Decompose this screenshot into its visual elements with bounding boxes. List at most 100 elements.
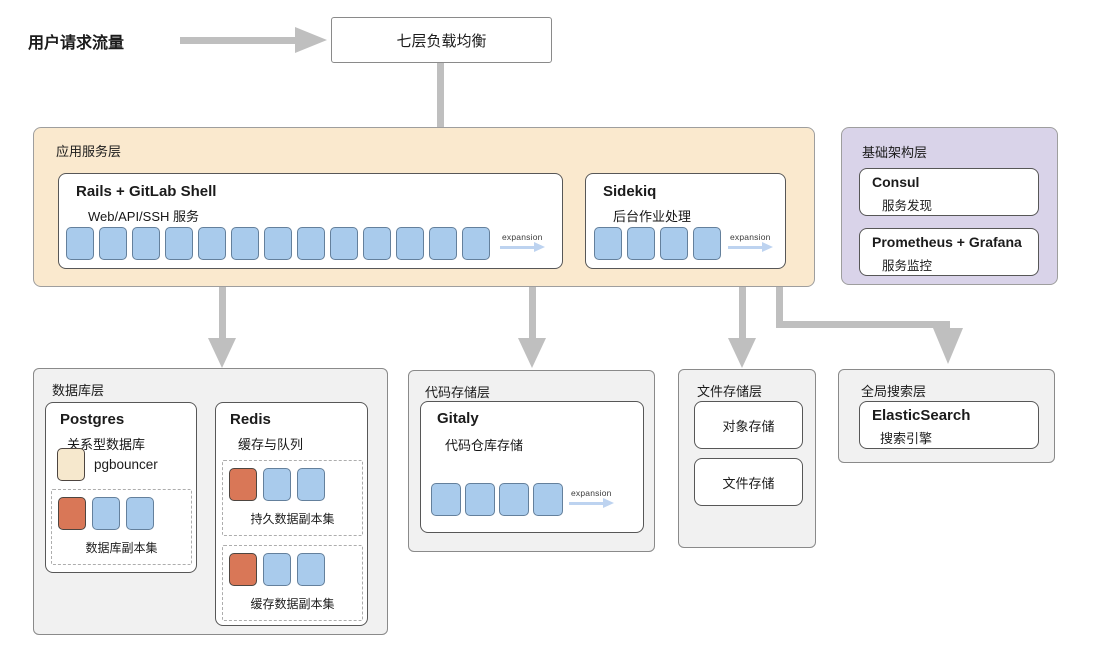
pgbouncer-node xyxy=(57,448,85,481)
replica-node xyxy=(693,227,721,260)
replica-node xyxy=(594,227,622,260)
gitaly-title: Gitaly xyxy=(437,410,479,427)
load-balancer-label: 七层负载均衡 xyxy=(396,32,487,50)
expansion-arrow-icon xyxy=(569,498,614,507)
postgres-replica-set: 数据库副本集 xyxy=(51,489,192,565)
global-search-layer: 全局搜索层 ElasticSearch 搜索引擎 xyxy=(838,369,1055,463)
redis-persistent-replica-set: 持久数据副本集 xyxy=(222,460,363,536)
replica-node xyxy=(297,553,325,586)
rails-gitlab-shell-box: Rails + GitLab Shell Web/API/SSH 服务 expa… xyxy=(58,173,563,269)
app-service-layer: 应用服务层 Rails + GitLab Shell Web/API/SSH 服… xyxy=(33,127,815,287)
prometheus-subtitle: 服务监控 xyxy=(882,259,933,273)
postgres-replica-nodes xyxy=(58,497,154,530)
arrow-shaft xyxy=(180,37,296,44)
expansion-arrow-icon xyxy=(728,242,773,251)
search-layer-label: 全局搜索层 xyxy=(861,384,927,399)
app-layer-label: 应用服务层 xyxy=(56,144,122,159)
redis-subtitle: 缓存与队列 xyxy=(238,437,304,452)
file-storage-label: 文件存储 xyxy=(722,475,775,491)
code-storage-layer-label: 代码存储层 xyxy=(425,385,491,400)
consul-title: Consul xyxy=(872,174,920,190)
replica-node xyxy=(462,227,490,260)
user-traffic-label: 用户请求流量 xyxy=(28,35,125,52)
gitaly-subtitle: 代码仓库存储 xyxy=(445,438,524,453)
sidekiq-box: Sidekiq 后台作业处理 expansion xyxy=(585,173,786,269)
prometheus-grafana-box: Prometheus + Grafana 服务监控 xyxy=(859,228,1039,276)
replica-node xyxy=(264,227,292,260)
replica-node xyxy=(297,227,325,260)
gitaly-node-row xyxy=(431,483,563,516)
postgres-subtitle: 关系型数据库 xyxy=(67,437,146,452)
file-storage-layer: 文件存储层 对象存储 文件存储 xyxy=(678,369,816,548)
expansion-label: expansion xyxy=(730,232,771,242)
gitaly-box: Gitaly 代码仓库存储 expansion xyxy=(420,401,644,533)
file-storage-layer-label: 文件存储层 xyxy=(697,384,763,399)
replica-node xyxy=(465,483,495,516)
arrow-shaft xyxy=(776,321,950,328)
arrow-head-icon xyxy=(208,338,236,368)
sidekiq-expansion-indicator: expansion xyxy=(728,232,773,251)
replica-node xyxy=(431,483,461,516)
replica-node xyxy=(99,227,127,260)
replica-node xyxy=(198,227,226,260)
expansion-label: expansion xyxy=(502,232,543,242)
primary-node xyxy=(229,468,257,501)
object-storage-box: 对象存储 xyxy=(694,401,803,449)
infra-layer-label: 基础架构层 xyxy=(862,145,928,160)
replica-node xyxy=(396,227,424,260)
arrow-head-icon xyxy=(518,338,546,368)
elasticsearch-title: ElasticSearch xyxy=(872,407,971,424)
redis-persistent-nodes xyxy=(229,468,325,501)
sidekiq-subtitle: 后台作业处理 xyxy=(613,209,692,224)
replica-node xyxy=(660,227,688,260)
arrow-shaft xyxy=(529,287,536,339)
redis-persistent-set-label: 持久数据副本集 xyxy=(250,512,335,526)
postgres-replica-set-label: 数据库副本集 xyxy=(85,541,158,555)
replica-node xyxy=(363,227,391,260)
replica-node xyxy=(533,483,563,516)
consul-subtitle: 服务发现 xyxy=(882,199,933,213)
arrow-shaft xyxy=(219,287,226,339)
gitaly-expansion-indicator: expansion xyxy=(569,488,614,507)
code-storage-layer: 代码存储层 Gitaly 代码仓库存储 expansion xyxy=(408,370,655,552)
database-layer: 数据库层 Postgres 关系型数据库 pgbouncer 数据库副本集 Re… xyxy=(33,368,388,635)
rails-node-row xyxy=(66,227,490,260)
replica-node xyxy=(66,227,94,260)
arrow-shaft xyxy=(776,287,783,328)
consul-box: Consul 服务发现 xyxy=(859,168,1039,216)
redis-cache-set-label: 缓存数据副本集 xyxy=(250,597,335,611)
arrow-shaft xyxy=(739,287,746,339)
prometheus-title: Prometheus + Grafana xyxy=(872,234,1022,250)
replica-node xyxy=(297,468,325,501)
redis-title: Redis xyxy=(230,411,271,428)
arrow-head-icon xyxy=(295,27,327,53)
arrow-head-icon xyxy=(933,328,963,364)
primary-node xyxy=(58,497,86,530)
replica-node xyxy=(263,468,291,501)
replica-node xyxy=(132,227,160,260)
load-balancer-node: 七层负载均衡 xyxy=(331,17,552,63)
replica-node xyxy=(92,497,120,530)
primary-node xyxy=(229,553,257,586)
replica-node xyxy=(231,227,259,260)
replica-node xyxy=(499,483,529,516)
file-storage-box: 文件存储 xyxy=(694,458,803,506)
expansion-arrow-icon xyxy=(500,242,545,251)
expansion-label: expansion xyxy=(571,488,612,498)
sidekiq-title: Sidekiq xyxy=(603,183,657,200)
postgres-title: Postgres xyxy=(60,411,125,428)
replica-node xyxy=(165,227,193,260)
elasticsearch-box: ElasticSearch 搜索引擎 xyxy=(859,401,1039,449)
elasticsearch-subtitle: 搜索引擎 xyxy=(880,431,933,446)
infrastructure-layer: 基础架构层 Consul 服务发现 Prometheus + Grafana 服… xyxy=(841,127,1058,285)
replica-node xyxy=(330,227,358,260)
postgres-box: Postgres 关系型数据库 pgbouncer 数据库副本集 xyxy=(45,402,197,573)
sidekiq-node-row xyxy=(594,227,721,260)
rails-title: Rails + GitLab Shell xyxy=(76,183,217,200)
arrow-shaft xyxy=(437,63,444,141)
pgbouncer-label: pgbouncer xyxy=(94,457,158,472)
rails-subtitle: Web/API/SSH 服务 xyxy=(88,209,200,224)
redis-cache-replica-set: 缓存数据副本集 xyxy=(222,545,363,621)
redis-cache-nodes xyxy=(229,553,325,586)
